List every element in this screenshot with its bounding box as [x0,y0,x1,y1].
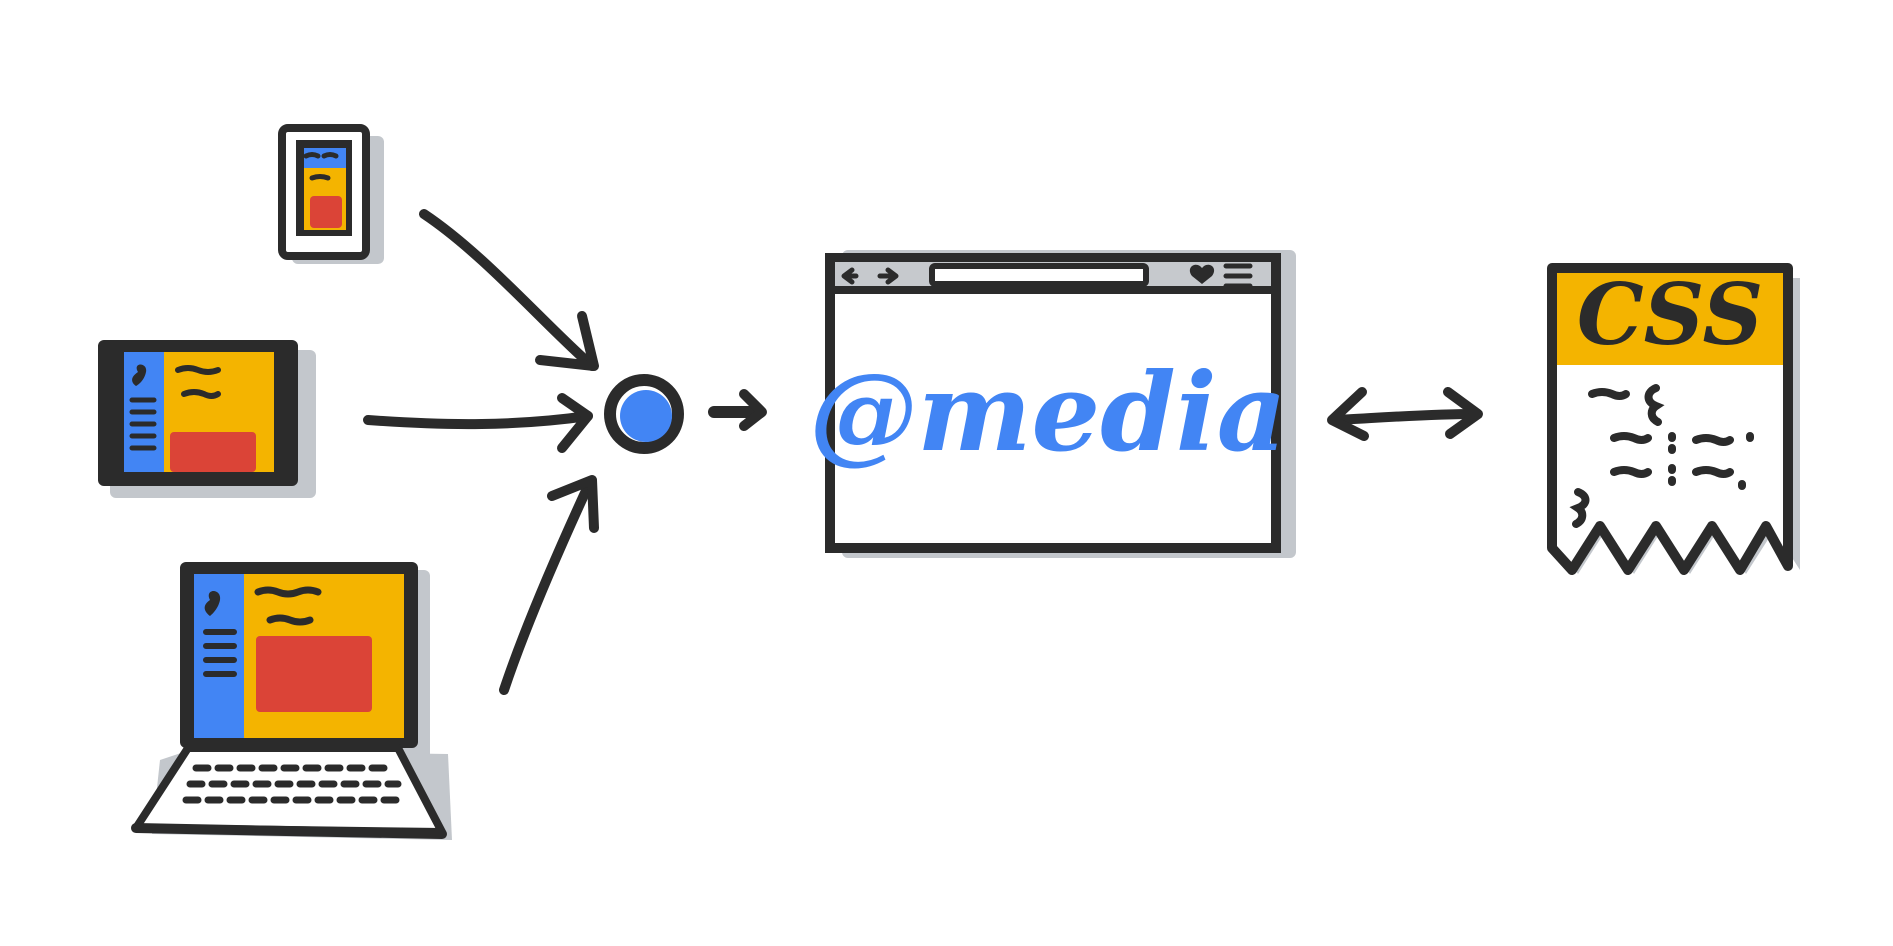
browser-css-double-arrow [1327,387,1483,441]
tablet-icon [98,340,316,498]
tablet-to-hub-arrow [363,393,593,453]
media-query-hub-icon [604,374,684,454]
browser-window-icon: @media [809,250,1296,558]
laptop-icon [131,562,452,840]
hub-to-browser-arrow [708,389,767,431]
phone-icon [278,124,384,264]
css-label: CSS [1577,265,1763,364]
laptop-to-hub-arrow [499,475,599,695]
media-label: @media [809,350,1287,476]
css-file-icon: CSS [1547,263,1800,575]
phone-to-hub-arrow [419,209,599,371]
